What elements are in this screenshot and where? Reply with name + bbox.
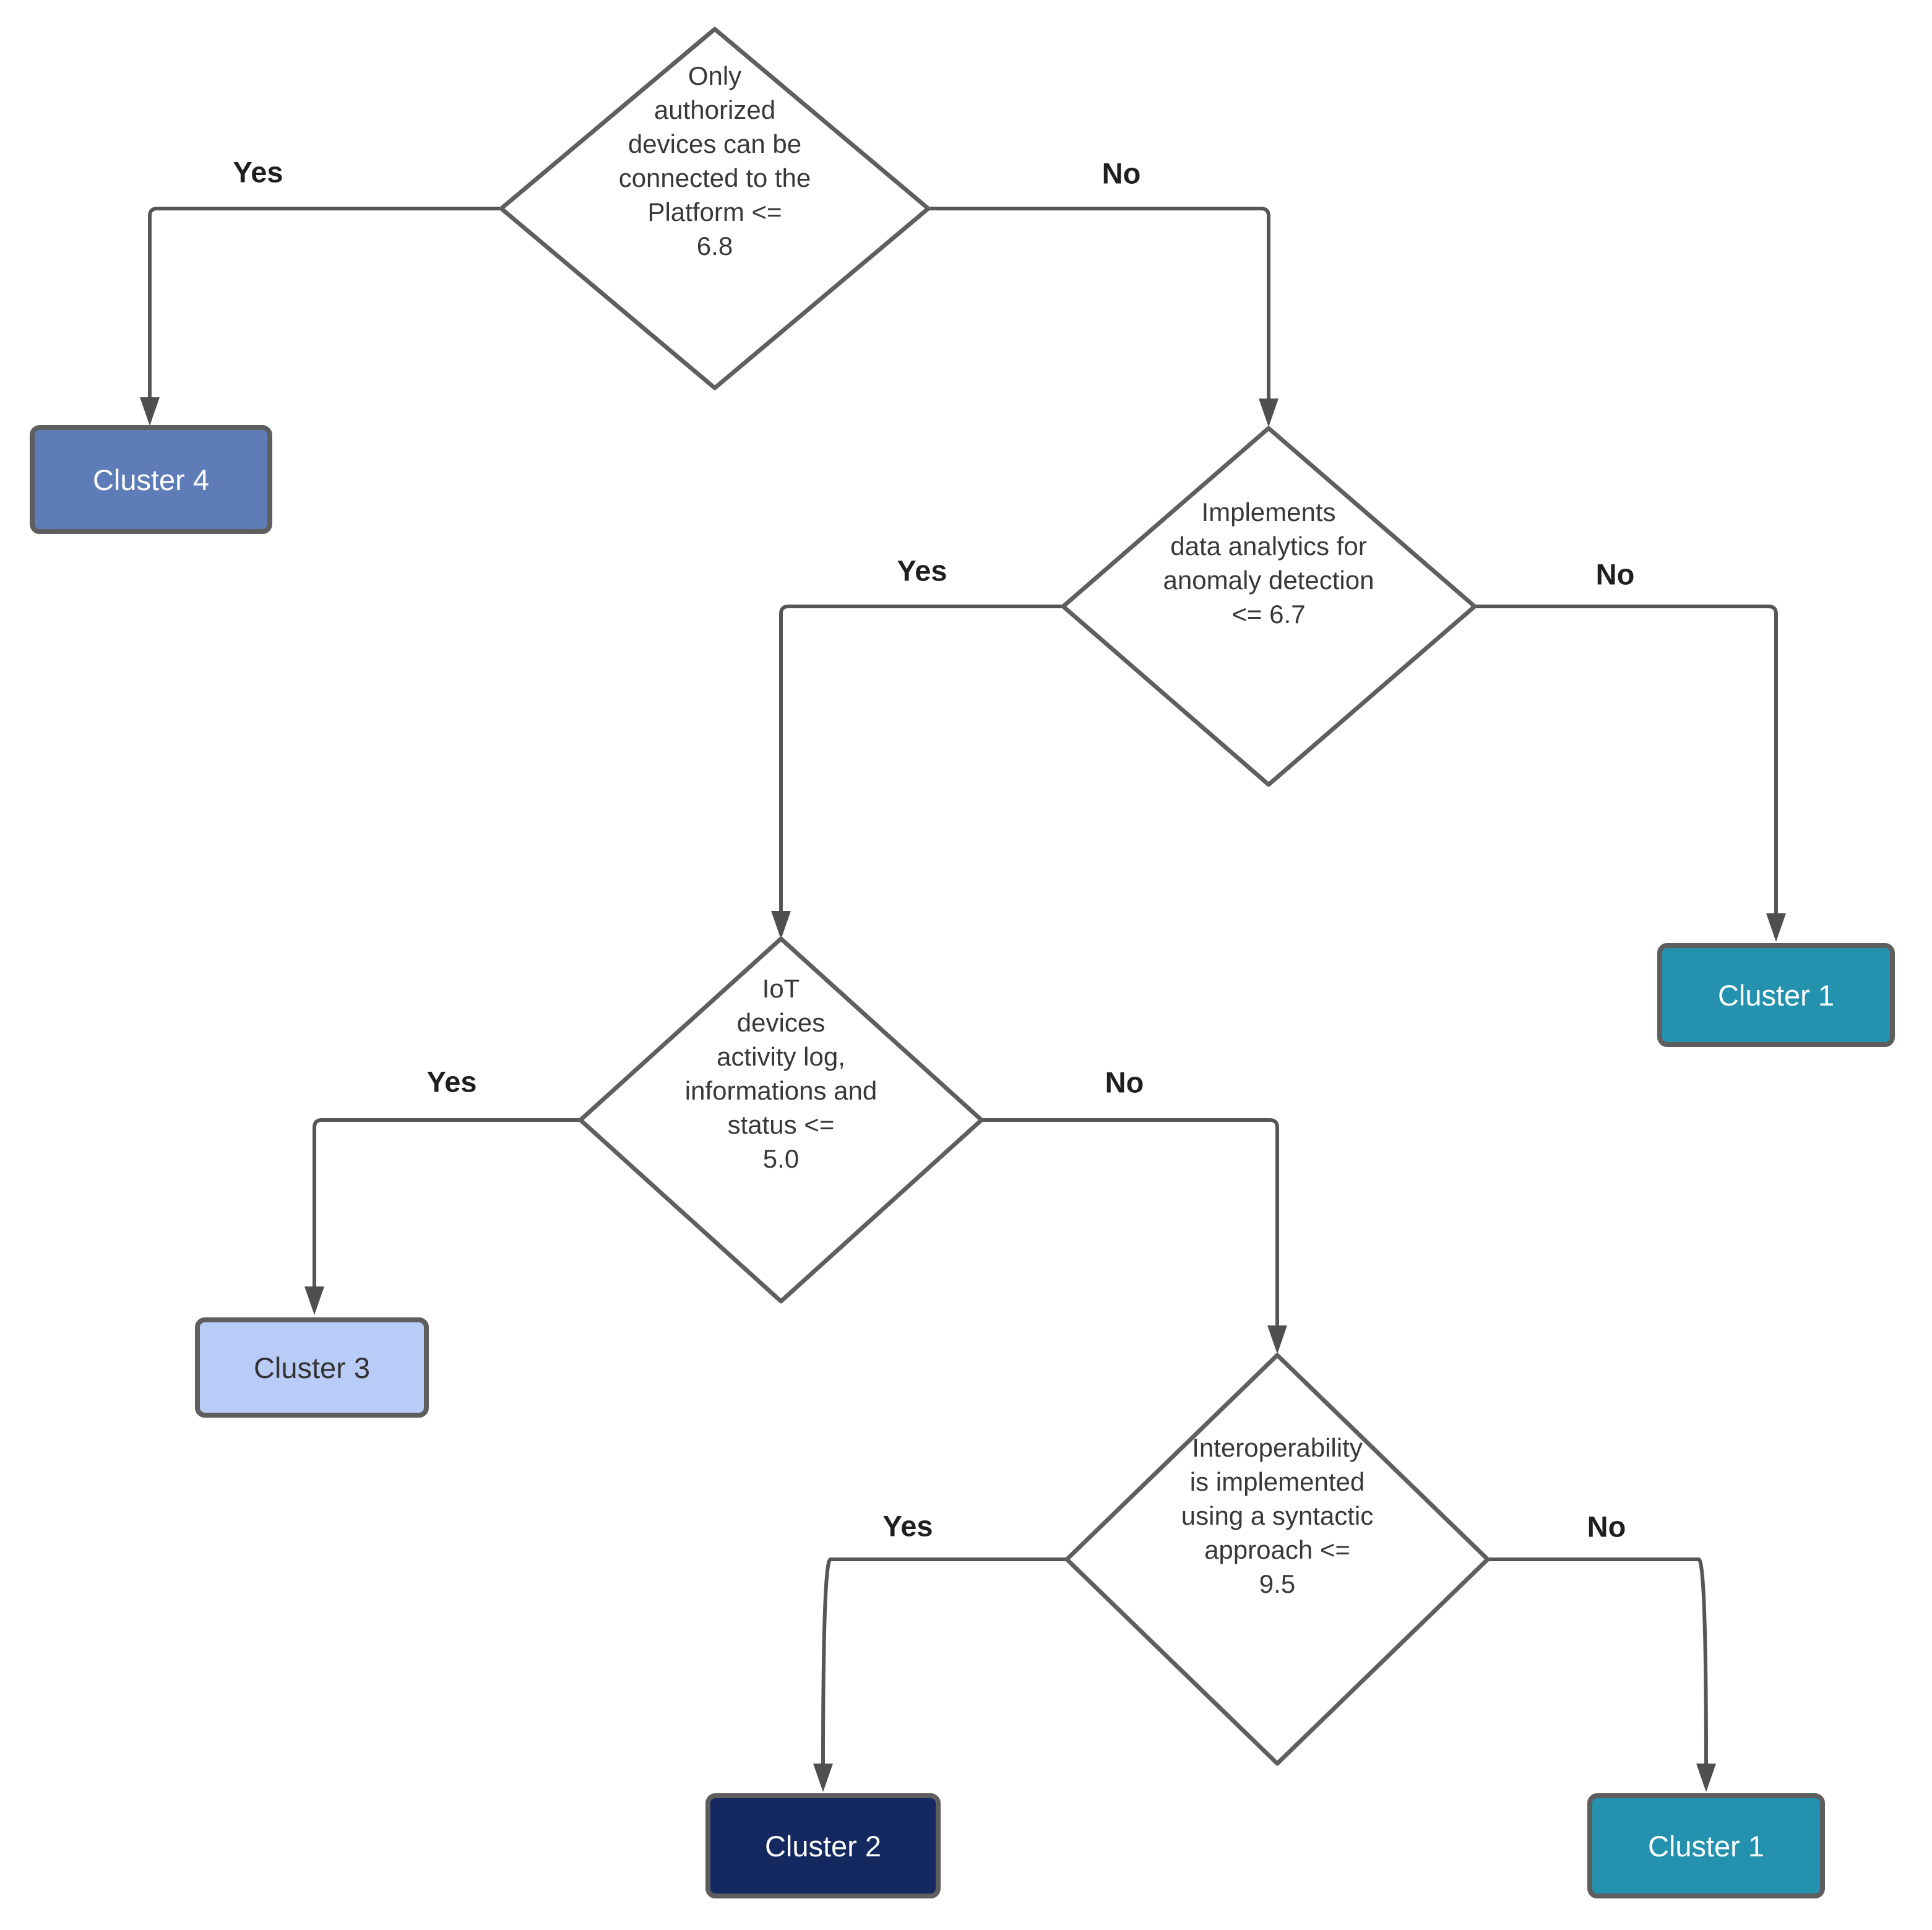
cluster-2-box: Cluster 2 xyxy=(705,1793,941,1898)
cluster-2-label: Cluster 2 xyxy=(764,1829,882,1863)
connector-d3-no xyxy=(981,1118,1279,1328)
arrowhead-to-d4 xyxy=(1267,1325,1287,1354)
connector-d4-no xyxy=(1488,1557,1708,1767)
arrowhead-to-cluster2 xyxy=(813,1764,833,1792)
edge-label-d4-no: No xyxy=(1587,1510,1626,1543)
decision-1-label: Only authorized devices can be connected… xyxy=(618,61,811,261)
decision-diamond-authorized-devices xyxy=(499,27,931,390)
edge-label-d3-no: No xyxy=(1105,1066,1144,1099)
connector-d1-no xyxy=(928,207,1270,401)
connector-d2-no xyxy=(1475,605,1778,916)
edge-label-d2-yes: Yes xyxy=(897,554,947,587)
cluster-3-label: Cluster 3 xyxy=(253,1351,371,1384)
edge-label-d4-yes: Yes xyxy=(882,1509,933,1543)
connector-d3-yes xyxy=(313,1118,580,1289)
decision-3-label: IoT devices activity log, informations a… xyxy=(684,974,878,1173)
arrowhead-to-cluster1-upper xyxy=(1766,913,1786,942)
cluster-1-upper-label: Cluster 1 xyxy=(1717,978,1835,1012)
cluster-3-box: Cluster 3 xyxy=(195,1317,429,1418)
arrowhead-to-cluster4 xyxy=(140,397,160,426)
arrowhead-to-d2 xyxy=(1259,398,1279,427)
decision-diamond-activity-log xyxy=(578,936,984,1304)
edge-label-d3-yes: Yes xyxy=(426,1065,477,1098)
cluster-4-box: Cluster 4 xyxy=(30,425,272,534)
cluster-1-lower-label: Cluster 1 xyxy=(1647,1829,1765,1863)
decision-diamond-data-analytics xyxy=(1061,426,1477,787)
cluster-1-lower-box: Cluster 1 xyxy=(1587,1793,1825,1898)
decision-diamond-interoperability xyxy=(1064,1353,1490,1766)
connector-d2-yes xyxy=(779,605,1063,913)
arrowhead-to-cluster1-lower xyxy=(1696,1764,1716,1792)
cluster-1-upper-box: Cluster 1 xyxy=(1657,943,1895,1047)
cluster-4-label: Cluster 4 xyxy=(92,463,210,496)
connector-d1-yes xyxy=(148,207,501,400)
arrowhead-to-cluster3 xyxy=(304,1286,324,1315)
edge-label-d1-yes: Yes xyxy=(233,155,283,189)
edge-label-d1-no: No xyxy=(1102,157,1141,190)
connector-d4-yes xyxy=(821,1557,1067,1767)
edge-label-d2-no: No xyxy=(1595,558,1635,591)
decision-4-label: Interoperability is implemented using a … xyxy=(1181,1433,1374,1598)
arrowhead-to-d3 xyxy=(771,911,791,939)
decision-2-label: Implements data analytics for anomaly de… xyxy=(1163,498,1374,629)
